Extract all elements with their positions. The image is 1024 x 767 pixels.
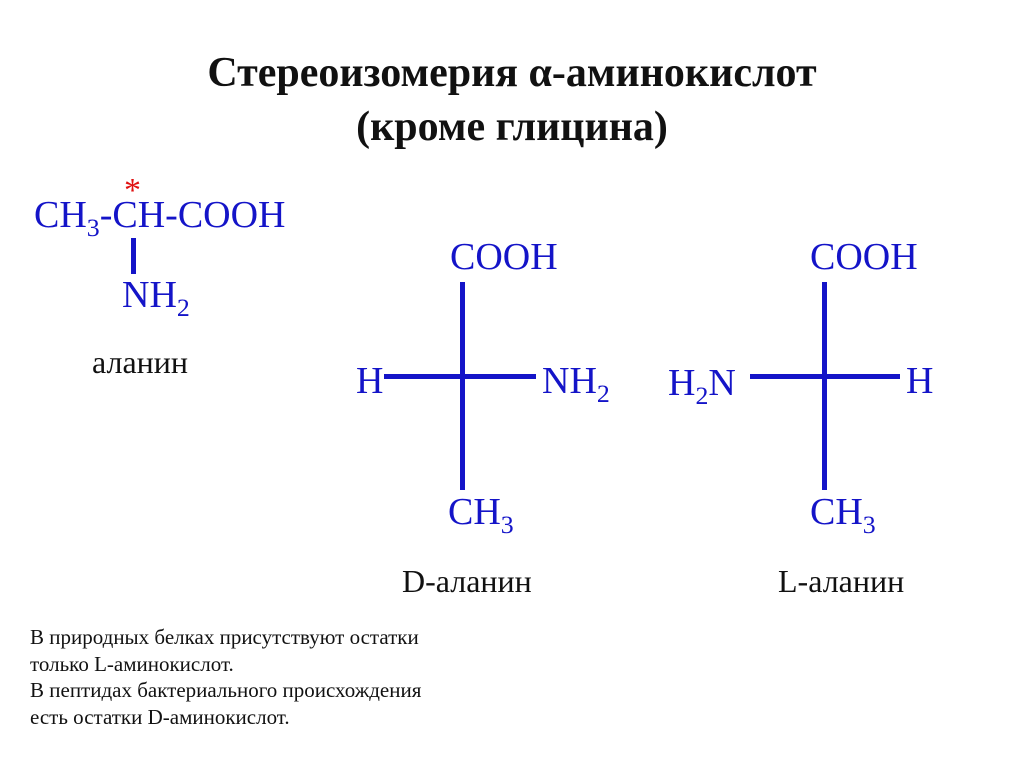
alanine-dash: -	[99, 194, 113, 236]
l-alanine-bond-horizontal	[750, 374, 900, 379]
d-alanine-top-cooh: COOH	[450, 236, 558, 278]
alanine-formula: CH3-CH-COOH	[34, 194, 286, 243]
d-alanine-right-nh2: NH2	[542, 360, 610, 409]
l-alanine-bond-vertical	[822, 282, 827, 490]
note-line-3: В пептидах бактериального происхождения	[30, 678, 422, 702]
l-alanine-top-cooh: COOH	[810, 236, 918, 278]
slide-title-line1: Стереоизомерия α-аминокислот	[207, 50, 817, 96]
alanine-ch-cooh: CH-COOH	[112, 194, 286, 236]
d-alanine-name: D-аланин	[402, 563, 532, 599]
note-line-4: есть остатки D-аминокислот.	[30, 704, 290, 729]
alanine-bond-vertical	[131, 238, 136, 274]
alanine-name: аланин	[92, 344, 189, 380]
d-alanine-left-h: H	[356, 360, 384, 402]
l-alanine-left-h2n: H2N	[668, 362, 736, 411]
note-text: В природных белках присутствуют остатки …	[30, 624, 421, 730]
l-alanine-right-h: H	[906, 360, 934, 402]
d-alanine-bond-vertical	[460, 282, 465, 490]
alanine-ch3: CH3	[34, 194, 100, 243]
d-alanine-bottom-ch3: CH3	[448, 491, 514, 540]
d-alanine-bond-horizontal	[384, 374, 536, 379]
l-alanine-bottom-ch3: CH3	[810, 491, 876, 540]
chiral-center-asterisk: *	[124, 172, 141, 209]
slide-title-line2: (кроме глицина)	[356, 104, 668, 150]
note-line-2: только L-аминокислот.	[30, 651, 234, 676]
note-line-1: В природных белках присутствуют остатки	[30, 625, 419, 649]
alanine-nh2: NH2	[122, 274, 190, 323]
l-alanine-name: L-аланин	[778, 563, 905, 599]
